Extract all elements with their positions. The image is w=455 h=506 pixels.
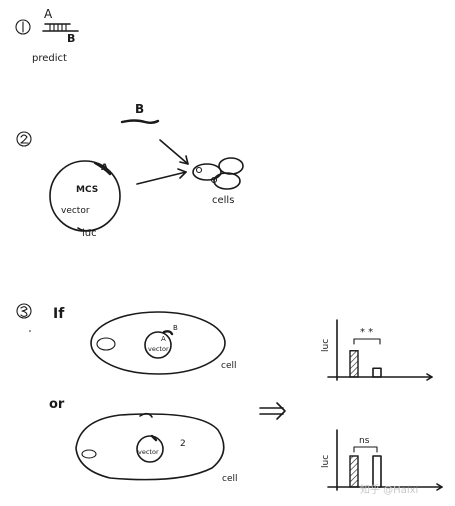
plasmid-label-luc: luc bbox=[82, 228, 97, 239]
cell-1-outline bbox=[90, 311, 226, 375]
cell-2-outline bbox=[75, 413, 225, 481]
cell-1-vector-label: vector bbox=[148, 345, 169, 353]
cells-cluster bbox=[192, 157, 244, 190]
cell-1-plasmid bbox=[144, 331, 172, 359]
chart-1-bar-2 bbox=[372, 367, 382, 378]
step-3: ③ If A B vector cell luc * * or bbox=[16, 303, 443, 491]
insert-a-segment bbox=[93, 161, 112, 176]
chart-2-bar-1 bbox=[349, 455, 359, 488]
cell-2-label: cell bbox=[222, 474, 238, 484]
watermark: 知乎 @Haixi bbox=[360, 483, 418, 496]
plasmid-circle bbox=[49, 160, 121, 232]
cell-1-organelle bbox=[96, 337, 116, 351]
cell-2-plasmid bbox=[136, 435, 164, 463]
cell-1-label-b: B bbox=[173, 324, 178, 332]
step-2-circle bbox=[16, 131, 32, 147]
cell-2-vector-label: vector bbox=[138, 448, 159, 456]
chart-1-bar-1 bbox=[349, 350, 359, 378]
step-1: ① A B predict bbox=[15, 7, 79, 64]
base-pair-ticks bbox=[49, 23, 67, 32]
chart-1: luc * * bbox=[321, 319, 433, 381]
cells-label: cells bbox=[212, 195, 234, 206]
step-1-label-a: A bbox=[44, 7, 53, 21]
chart-2-annotation: ns bbox=[359, 436, 370, 446]
step-2-label-b: B bbox=[135, 102, 144, 116]
or-label: or bbox=[49, 397, 65, 412]
cell-1-label: cell bbox=[221, 361, 237, 371]
implies-arrow bbox=[259, 407, 284, 415]
chart-2-bracket bbox=[353, 446, 378, 453]
cell-2-organelle bbox=[81, 449, 97, 459]
cell-1-label-a: A bbox=[161, 335, 166, 343]
fragment-b-squiggle bbox=[120, 119, 160, 124]
plasmid-label-a: A bbox=[101, 163, 108, 173]
arrow-b-to-cells bbox=[159, 139, 189, 165]
chart-1-annotation: * * bbox=[360, 327, 373, 338]
step-2: ② B A MCS vector luc cells bbox=[16, 102, 244, 239]
plasmid-label-vector: vector bbox=[61, 206, 90, 216]
step-1-circle bbox=[15, 19, 31, 35]
chart-2-bar-2 bbox=[372, 455, 382, 488]
if-label: If bbox=[53, 306, 65, 322]
plasmid-label-mcs: MCS bbox=[76, 185, 98, 195]
step-3-circle bbox=[16, 303, 32, 319]
step-1-caption: predict bbox=[32, 53, 67, 64]
arrow-plasmid-to-cells bbox=[136, 171, 187, 185]
step-1-label-b: B bbox=[67, 32, 75, 45]
chart-2: luc ns bbox=[321, 429, 443, 491]
chart-2-ylabel: luc bbox=[321, 455, 331, 468]
cell-2-mark: 2 bbox=[180, 439, 186, 449]
chart-1-bracket bbox=[353, 338, 381, 345]
chart-1-ylabel: luc bbox=[321, 339, 331, 352]
